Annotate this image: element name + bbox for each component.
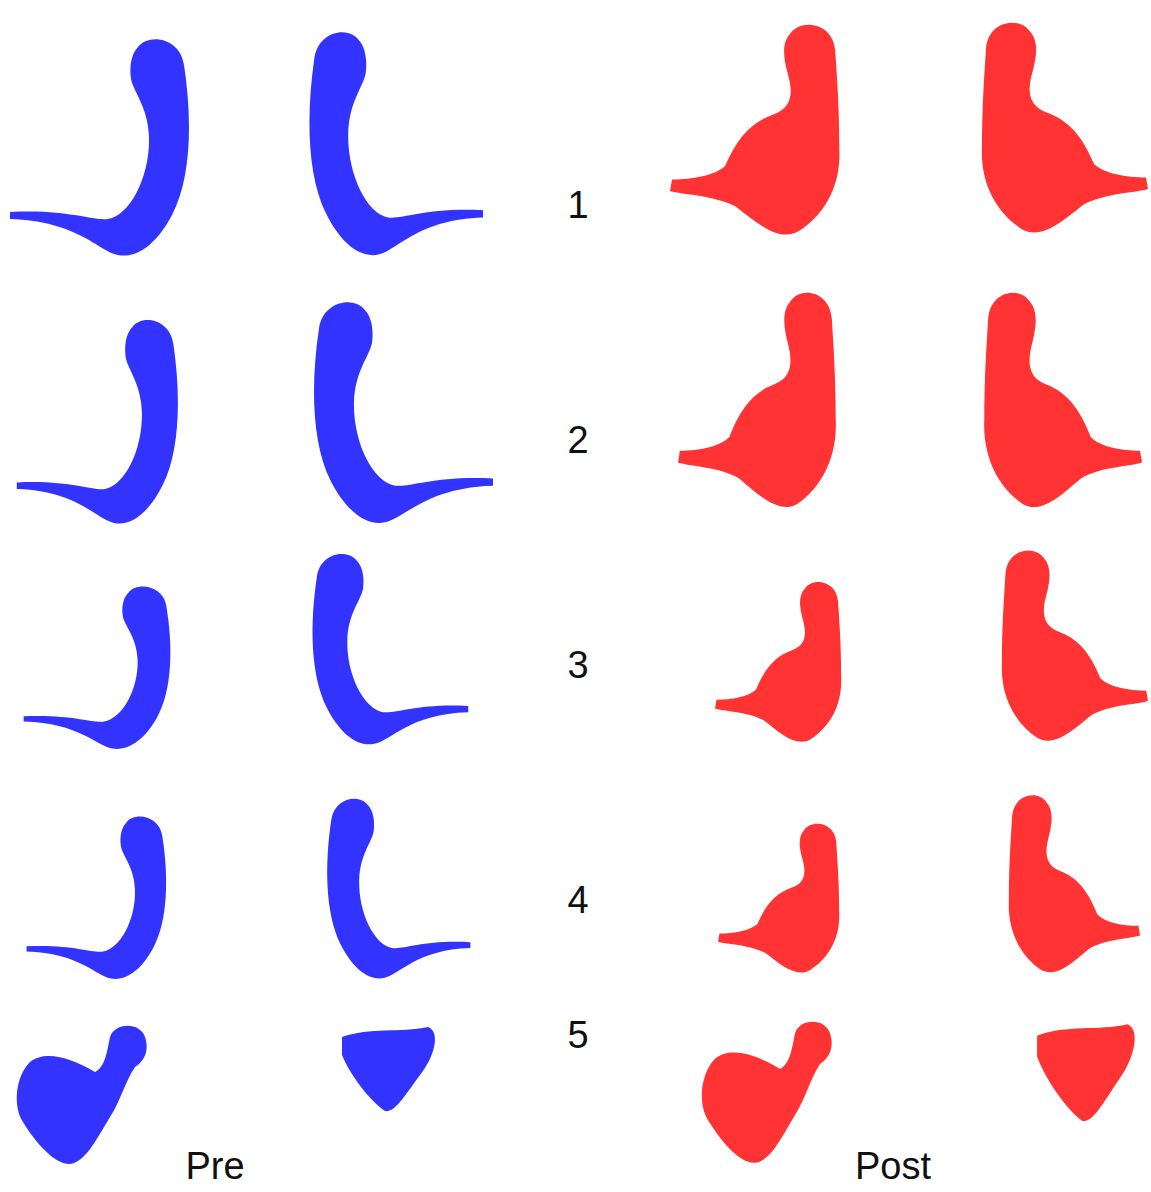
row-number: 2 bbox=[567, 421, 588, 459]
post-shapes bbox=[670, 23, 1148, 1163]
row-number: 4 bbox=[567, 881, 588, 919]
pre-shapes bbox=[10, 32, 493, 1164]
group-label: Post bbox=[855, 1147, 931, 1185]
row-number: 3 bbox=[567, 646, 588, 684]
row-number: 5 bbox=[567, 1016, 588, 1054]
row-number: 1 bbox=[567, 186, 588, 224]
group-label: Pre bbox=[185, 1147, 244, 1185]
